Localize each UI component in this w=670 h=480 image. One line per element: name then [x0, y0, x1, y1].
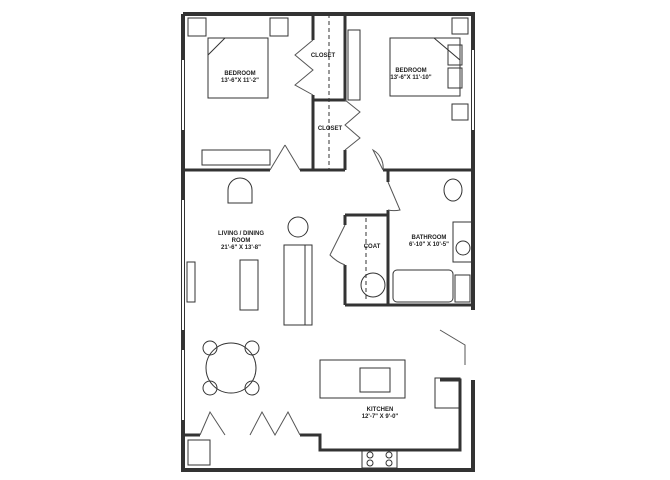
fridge [434, 377, 461, 409]
sofa [283, 244, 313, 326]
tv [186, 261, 196, 303]
room-size: 6'-10" X 10'-5" [409, 242, 449, 248]
room-size: 21'-6" X 13'-8" [221, 245, 261, 251]
room-name: LIVING / DINING [217, 231, 265, 237]
room-name: BEDROOM [224, 71, 256, 77]
bed-2 [389, 37, 461, 97]
room-name: CLOSET [310, 53, 336, 59]
room-name: KITCHEN [366, 407, 394, 413]
furniture [186, 14, 474, 469]
dining-table [205, 342, 257, 394]
room-name: CLOSET [317, 126, 343, 132]
island [319, 359, 406, 399]
doors [199, 39, 466, 437]
washer [187, 439, 211, 466]
water-heater [360, 272, 386, 298]
bed-1 [207, 37, 269, 99]
room-name: BEDROOM [395, 68, 427, 74]
coffee-table [239, 259, 259, 311]
room-size: 13'-6"X 11'-2" [221, 78, 259, 84]
toilet [443, 178, 463, 202]
room-name: COAT [363, 244, 381, 250]
room-label-coat: COAT [364, 244, 381, 251]
vanity [452, 221, 474, 263]
windows [182, 50, 474, 420]
room-label-closet-1: CLOSET [311, 53, 335, 60]
bathtub [392, 269, 454, 303]
room-name-line2: ROOM [231, 238, 251, 244]
room-size: 13'-6"X 11'-10" [390, 75, 432, 81]
side-table [287, 216, 309, 238]
room-name: BATHROOM [411, 235, 447, 241]
room-size: 12'-7" X 9'-0" [361, 414, 399, 420]
stove [361, 449, 398, 469]
armchair [227, 177, 253, 204]
room-label-closet-2: CLOSET [318, 126, 342, 133]
